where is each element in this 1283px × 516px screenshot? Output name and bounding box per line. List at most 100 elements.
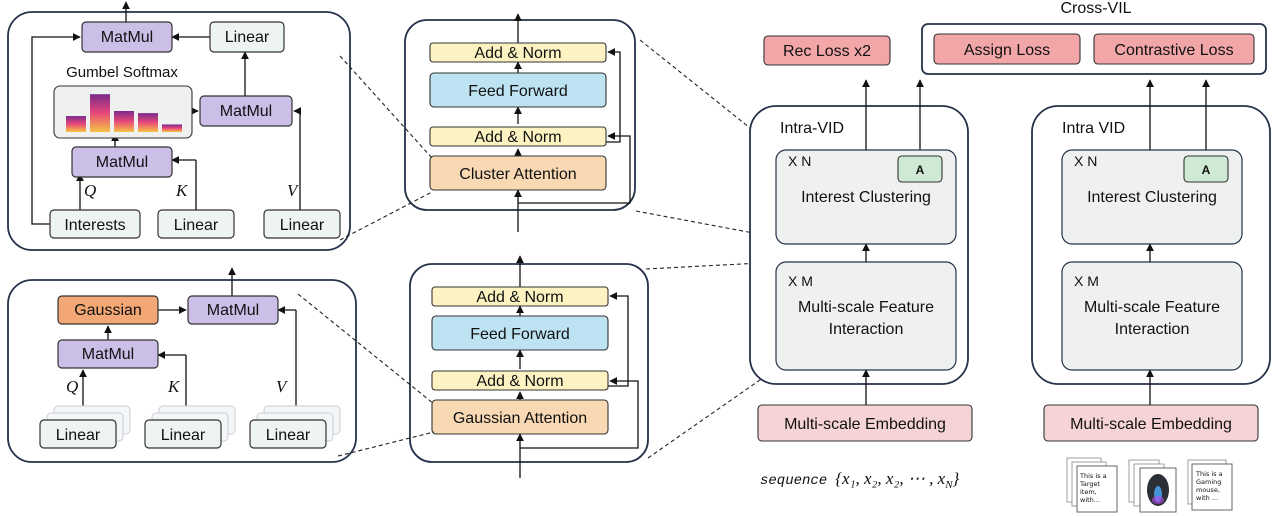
softmax-bar xyxy=(66,116,86,132)
add-norm-box xyxy=(431,286,609,307)
gaussian-attention-box xyxy=(431,399,609,435)
add-norm-label: Add & Norm xyxy=(474,129,561,146)
text-card xyxy=(1076,465,1118,513)
intra-vid-title: Intra VID xyxy=(1062,120,1125,137)
add-norm-label: Add & Norm xyxy=(476,373,563,390)
matmul-box xyxy=(199,95,293,127)
interest-clustering-label: Interest Clustering xyxy=(801,189,931,206)
text-card xyxy=(1191,463,1233,511)
feature-interaction-box xyxy=(1061,261,1243,371)
feature-interaction-line1: Multi-scale Feature xyxy=(1084,299,1220,316)
xm-label: X M xyxy=(788,273,813,289)
intra-vid-right: Intra VID X N A Interest Clustering X M … xyxy=(1031,79,1271,442)
gumbel-softmax-title: Gumbel Softmax xyxy=(66,64,178,81)
assign-loss-label: Assign Loss xyxy=(964,42,1050,59)
interest-clustering-label: Interest Clustering xyxy=(1087,189,1217,206)
card-line: with ... xyxy=(1196,494,1218,502)
intra-vid-title: Intra-VID xyxy=(780,120,844,137)
xn-label: X N xyxy=(1074,153,1097,169)
cross-vil: Cross-VIL Assign Loss Contrastive Loss xyxy=(921,0,1267,75)
card-line: This is a xyxy=(1195,470,1223,478)
linear-stack-q: Linear xyxy=(39,405,131,449)
cluster-attention-box xyxy=(429,155,607,191)
gaussian-label: Gaussian xyxy=(74,302,142,319)
feature-interaction-line2: Interaction xyxy=(829,321,904,338)
matmul-box xyxy=(71,146,173,178)
interests-box xyxy=(49,209,141,239)
cluster-attention-detail-panel: MatMul Linear Gumbel Softmax MatMul MatM… xyxy=(7,1,351,251)
softmax-bar xyxy=(90,94,110,132)
linear-label: Linear xyxy=(280,217,325,234)
contrastive-loss-box xyxy=(1093,33,1255,65)
embedding-label: Multi-scale Embedding xyxy=(1070,416,1232,433)
q-label: Q xyxy=(84,181,96,200)
matmul-label: MatMul xyxy=(82,346,134,363)
linear-label: Linear xyxy=(266,427,311,444)
matmul-box xyxy=(187,295,279,325)
linear-label: Linear xyxy=(161,427,206,444)
k-label: K xyxy=(167,377,181,396)
card-line: item, xyxy=(1080,488,1097,496)
assign-badge xyxy=(897,155,943,183)
linear-box xyxy=(144,419,222,449)
matmul-label: MatMul xyxy=(96,154,148,171)
q-label: Q xyxy=(66,377,78,396)
linear-box xyxy=(249,419,327,449)
v-label: V xyxy=(287,181,300,200)
linear-box xyxy=(263,209,341,239)
card-line: Target xyxy=(1079,480,1101,488)
linear-box xyxy=(157,209,235,239)
embedding-box xyxy=(757,404,973,442)
linear-label: Linear xyxy=(56,427,101,444)
matmul-box xyxy=(57,339,159,369)
softmax-bar xyxy=(162,124,182,132)
linear-box xyxy=(209,21,285,53)
linear-stack-v: Linear xyxy=(249,405,341,449)
feed-forward-box xyxy=(431,315,609,351)
linear-label: Linear xyxy=(174,217,219,234)
k-label: K xyxy=(175,181,189,200)
feature-interaction-line1: Multi-scale Feature xyxy=(798,299,934,316)
image-card-stack xyxy=(1128,459,1177,513)
softmax-bar xyxy=(138,113,158,132)
item-thumbnails: This is a Target item, with... This is a… xyxy=(1066,457,1233,513)
feed-forward-label: Feed Forward xyxy=(470,326,570,343)
xm-label: X M xyxy=(1074,273,1099,289)
intra-vid-left: Rec Loss x2 Intra-VID X N A Interest Clu… xyxy=(749,35,973,491)
add-norm-box xyxy=(431,370,609,391)
linear-stack-k: Linear xyxy=(144,405,236,449)
card-line: This is a xyxy=(1079,472,1107,480)
linear-label: Linear xyxy=(225,29,270,46)
gaussian-attention-detail-panel: Gaussian MatMul MatMul Q K V Linear Line… xyxy=(7,267,357,463)
cluster-transformer-block: Add & Norm Feed Forward Add & Norm Clust… xyxy=(404,13,636,232)
matmul-label: MatMul xyxy=(220,103,272,120)
matmul-box xyxy=(81,21,173,53)
rec-loss-label: Rec Loss x2 xyxy=(783,43,871,60)
card-line: mouse, xyxy=(1196,486,1220,494)
feature-interaction-line2: Interaction xyxy=(1115,321,1190,338)
text-card-stack: This is a Gaming mouse, with ... xyxy=(1187,459,1233,511)
gaussian-transformer-block: Add & Norm Feed Forward Add & Norm Gauss… xyxy=(409,255,649,478)
embedding-label: Multi-scale Embedding xyxy=(784,416,946,433)
feed-forward-label: Feed Forward xyxy=(468,83,568,100)
contrastive-loss-label: Contrastive Loss xyxy=(1114,42,1233,59)
v-label: V xyxy=(276,377,289,396)
cluster-attention-label: Cluster Attention xyxy=(459,166,576,183)
gaussian-box xyxy=(57,295,159,325)
softmax-bars xyxy=(66,94,182,132)
card-line: Gaming xyxy=(1196,478,1221,486)
assign-loss-box xyxy=(933,33,1081,65)
add-norm-box xyxy=(429,126,607,147)
assign-badge xyxy=(1183,155,1229,183)
xn-label: X N xyxy=(788,153,811,169)
linear-box xyxy=(39,419,117,449)
matmul-label: MatMul xyxy=(101,29,153,46)
feature-interaction-box xyxy=(775,261,957,371)
add-norm-label: Add & Norm xyxy=(474,45,561,62)
rec-loss-box xyxy=(763,35,891,66)
add-norm-label: Add & Norm xyxy=(476,289,563,306)
interests-label: Interests xyxy=(64,217,125,234)
cross-vil-title: Cross-VIL xyxy=(1060,0,1131,17)
assign-badge-label: A xyxy=(1202,163,1211,177)
